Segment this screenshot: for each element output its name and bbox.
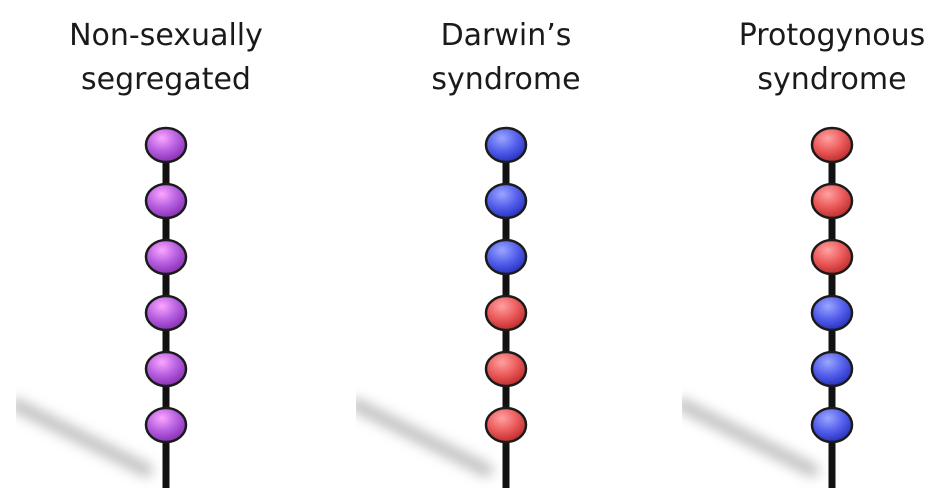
bead-purple [146, 240, 186, 274]
chain-shadow [356, 405, 486, 470]
bead-red [812, 184, 852, 218]
bead-blue [812, 352, 852, 386]
bead-blue [486, 184, 526, 218]
bead-purple [146, 128, 186, 162]
bead-chain [682, 0, 945, 488]
bead-purple [146, 408, 186, 442]
panel-non-sexually-segregated: Non-sexually segregated [16, 0, 316, 488]
bead-purple [146, 352, 186, 386]
bead-purple [146, 184, 186, 218]
bead-chain [16, 0, 316, 488]
bead-chain [356, 0, 656, 488]
bead-red [486, 352, 526, 386]
bead-red [812, 128, 852, 162]
bead-blue [812, 296, 852, 330]
bead-red [486, 296, 526, 330]
chain-shadow [682, 405, 812, 470]
bead-blue [812, 408, 852, 442]
panel-protogynous-syndrome: Protogynous syndrome [682, 0, 945, 488]
bead-blue [486, 240, 526, 274]
chain-shadow [16, 405, 146, 470]
bead-red [486, 408, 526, 442]
panel-darwins-syndrome: Darwin’s syndrome [356, 0, 656, 488]
bead-purple [146, 296, 186, 330]
bead-red [812, 240, 852, 274]
bead-blue [486, 128, 526, 162]
